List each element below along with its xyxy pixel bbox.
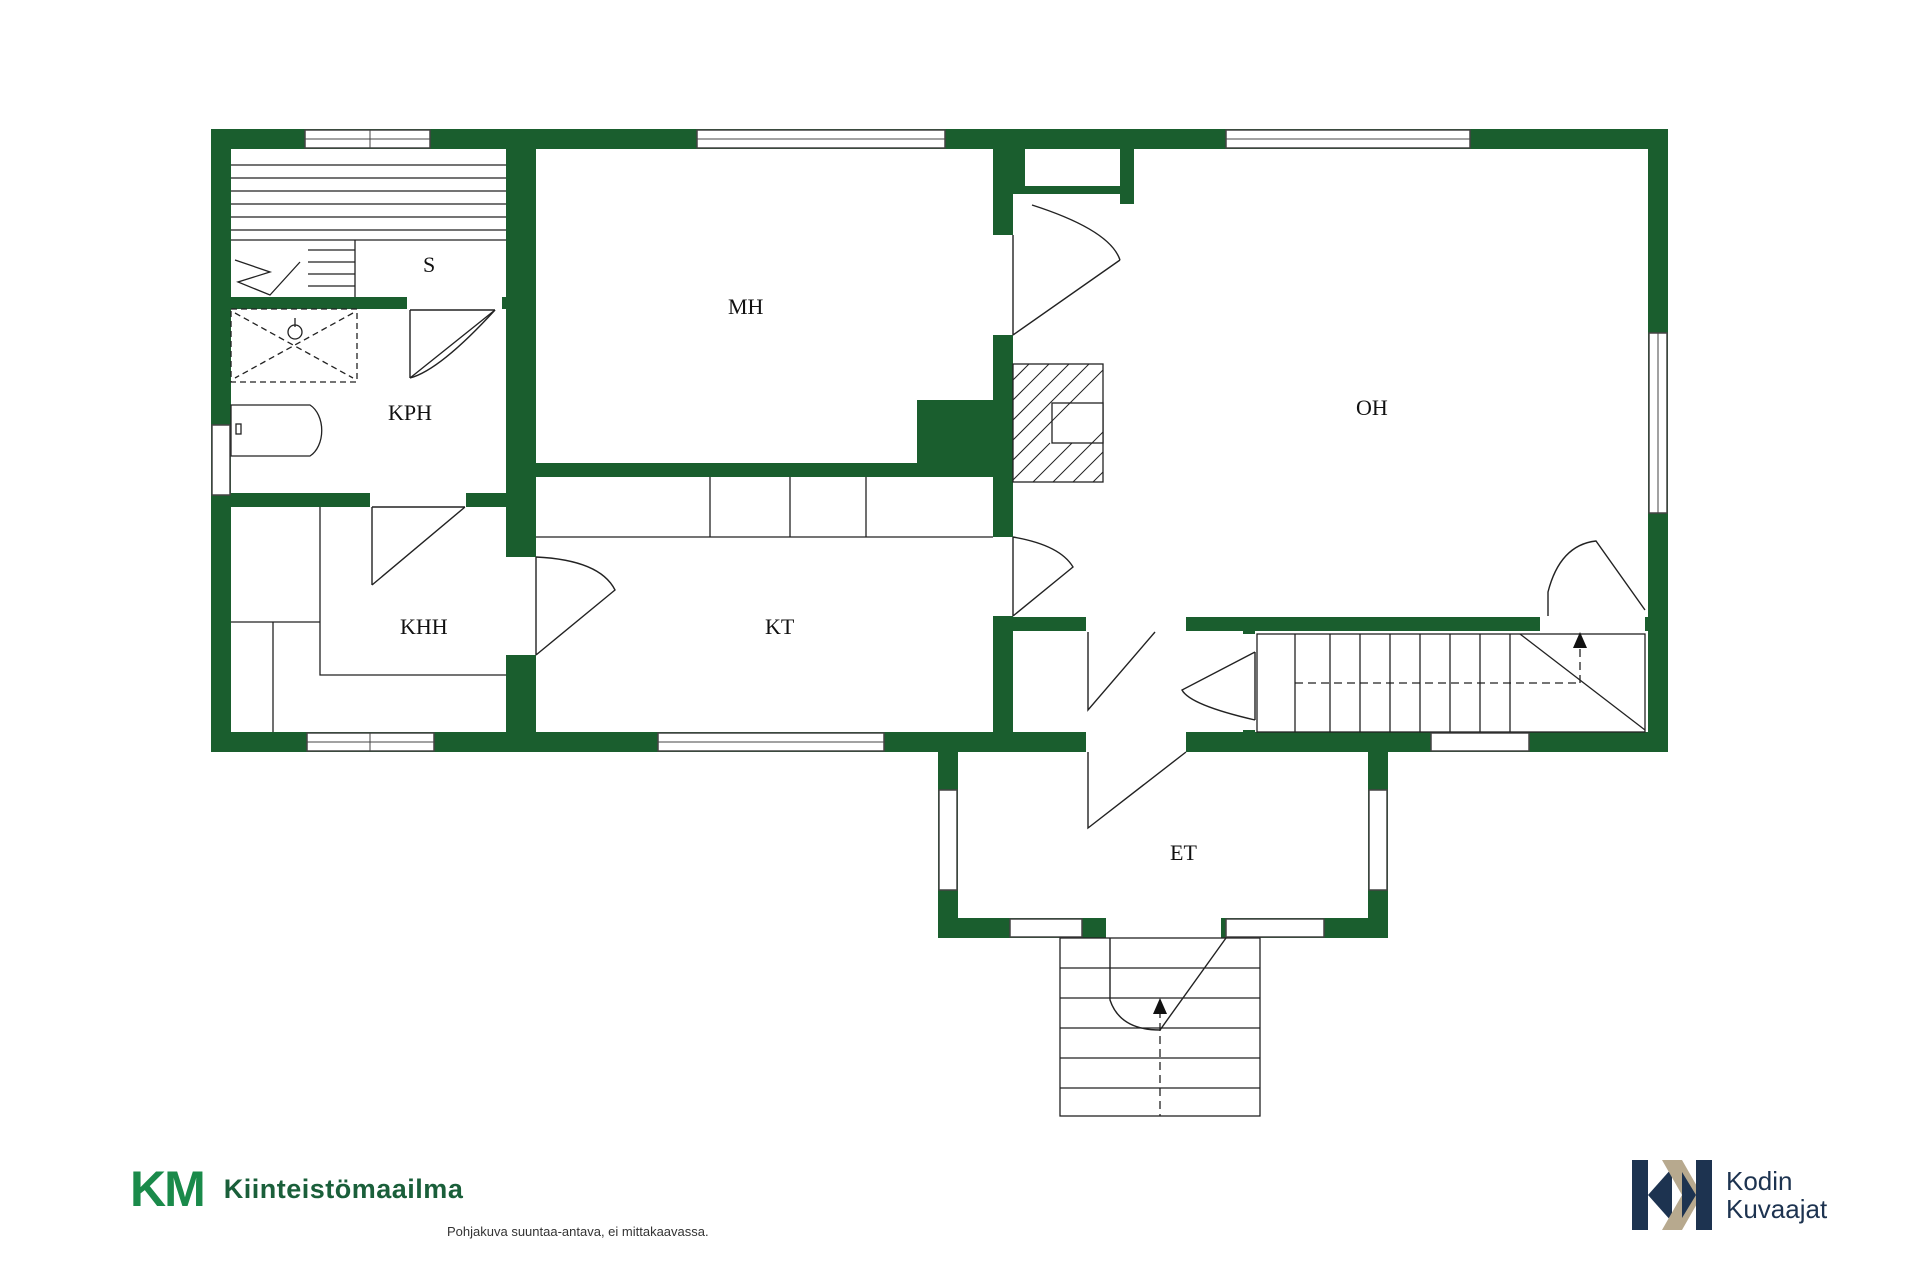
room-label-mh: MH xyxy=(728,294,764,319)
room-label-s: S xyxy=(423,252,435,277)
kiinteistomaailma-logo: KM Kiinteistömaailma xyxy=(130,1160,463,1218)
room-label-kt: KT xyxy=(765,614,795,639)
kk-logo-mark-icon xyxy=(1632,1160,1712,1230)
room-label-kph: KPH xyxy=(388,400,432,425)
direction-arrows xyxy=(1153,632,1587,1014)
window-mullions xyxy=(305,130,1659,751)
kodin-kuvaajat-logo: Kodin Kuvaajat xyxy=(1632,1160,1827,1230)
door-openings xyxy=(370,235,1645,939)
km-brand-name: Kiinteistömaailma xyxy=(223,1173,464,1204)
kk-brand-line2: Kuvaajat xyxy=(1726,1194,1828,1224)
room-label-et: ET xyxy=(1170,840,1197,865)
plan-disclaimer: Pohjakuva suuntaa-antava, ei mittakaavas… xyxy=(447,1224,709,1239)
door-swings xyxy=(371,204,1646,1031)
kk-brand-line1: Kodin xyxy=(1726,1166,1793,1196)
fireplace-hatch xyxy=(1012,363,1104,483)
room-label-oh: OH xyxy=(1356,395,1388,420)
room-label-khh: KHH xyxy=(400,614,448,639)
km-logo-mark: KM xyxy=(130,1161,206,1217)
kk-brand-name: Kodin Kuvaajat xyxy=(1726,1167,1827,1223)
